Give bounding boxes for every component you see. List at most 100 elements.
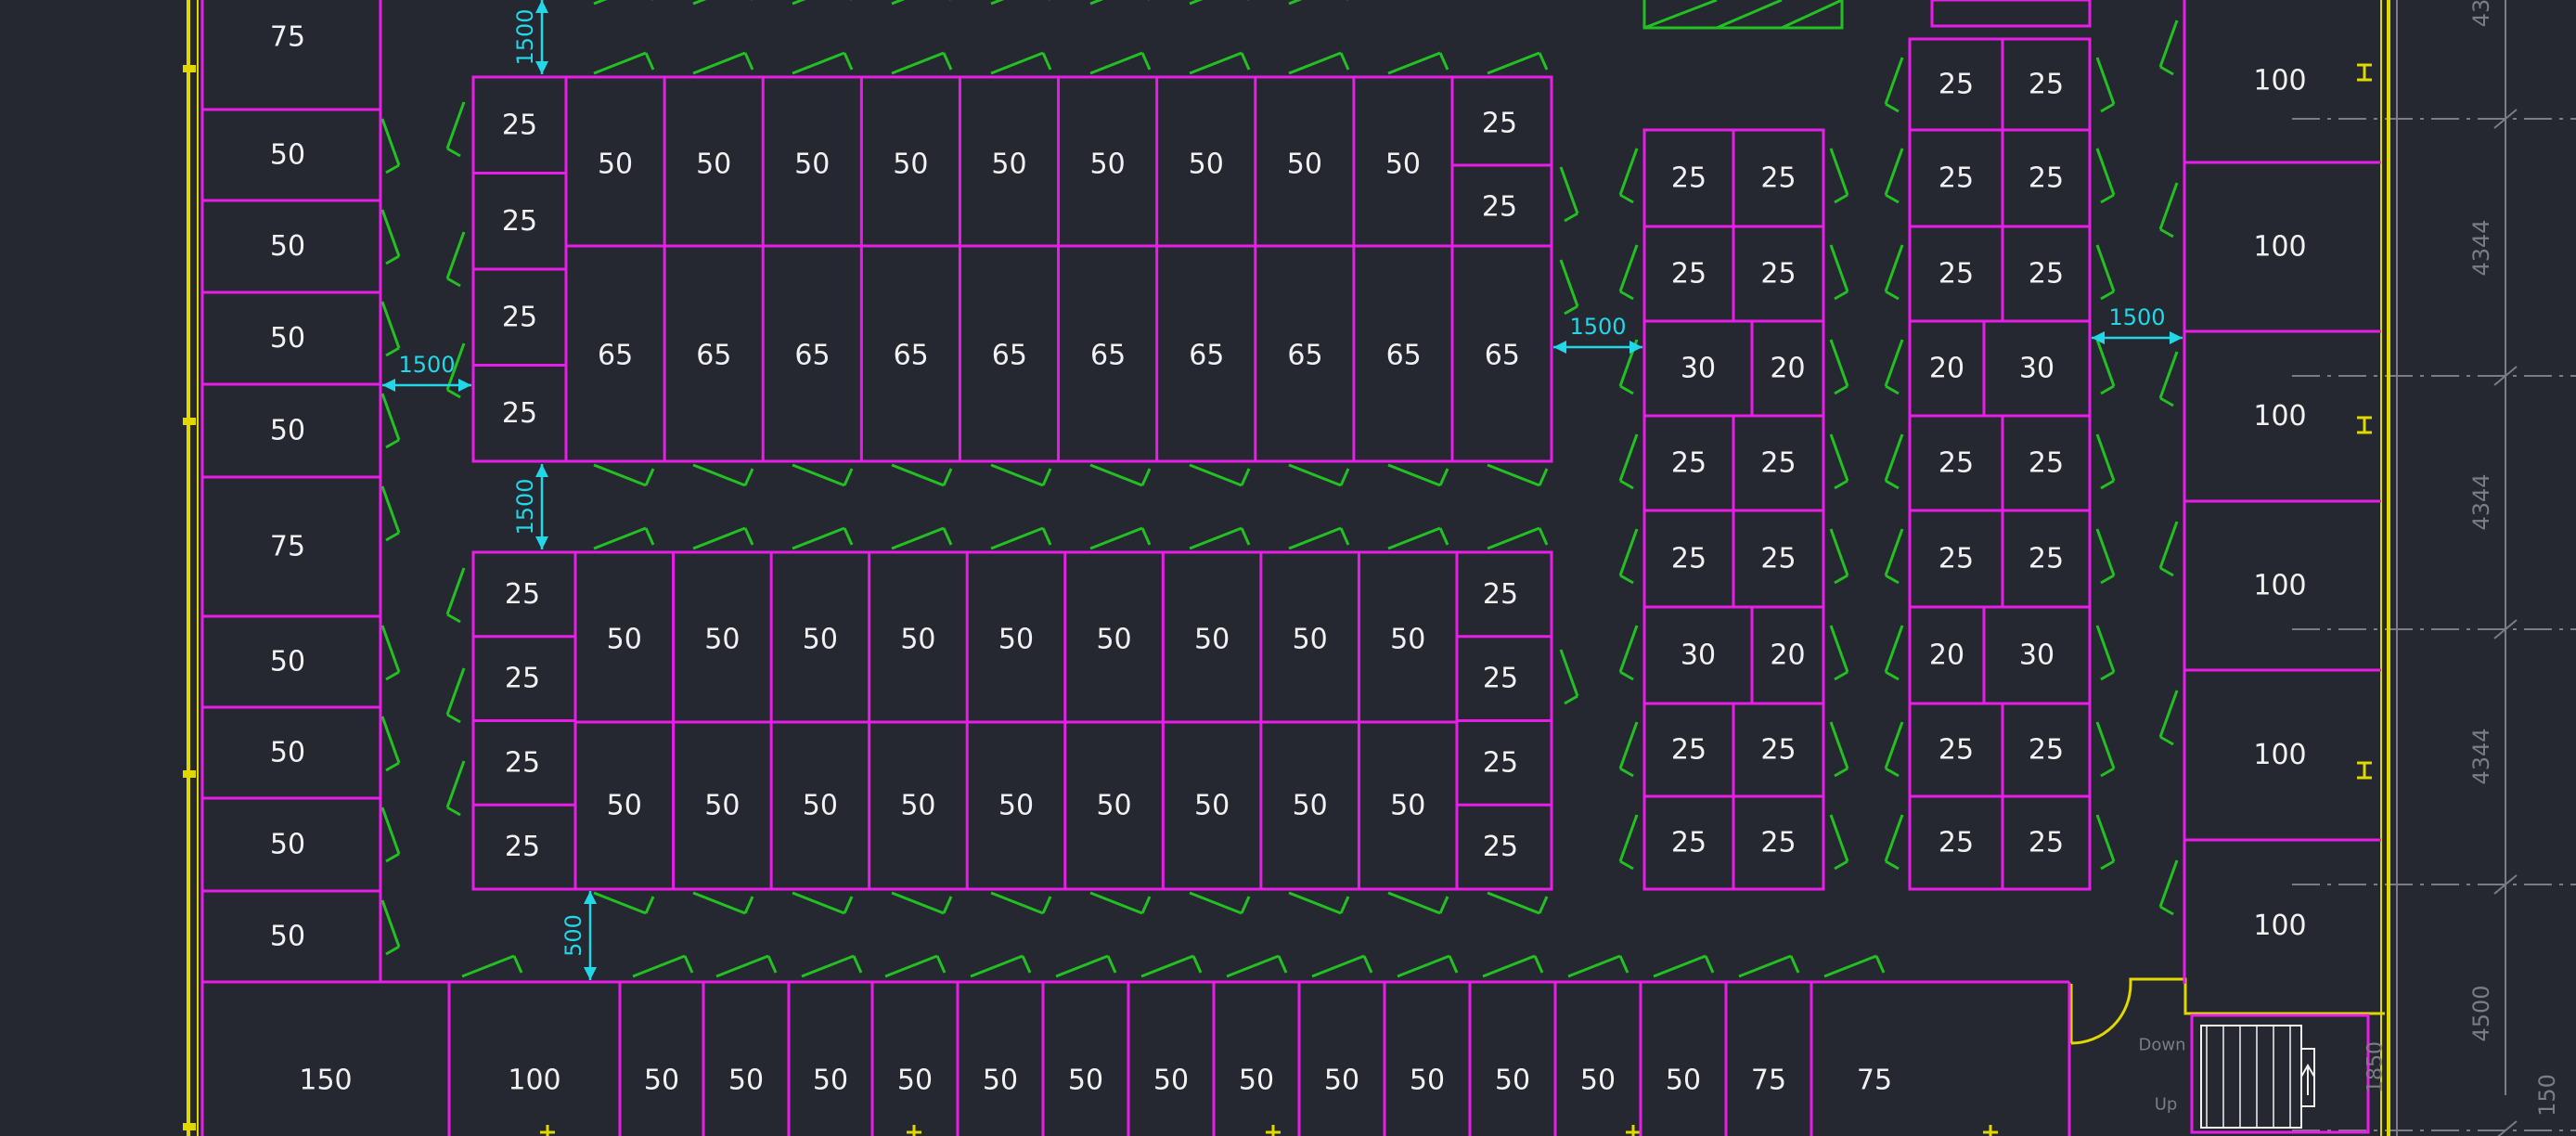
door-swing [1140, 896, 1152, 914]
door-swing [891, 0, 906, 6]
block-c-room-label: 20 [1770, 353, 1805, 385]
door-swing [1884, 57, 1904, 105]
stair-arrow-icon [2300, 1064, 2315, 1095]
door-swing [446, 613, 461, 624]
door-swing [935, 955, 947, 974]
door-swing [990, 891, 1044, 915]
block-d-room-label: 20 [1929, 639, 1964, 672]
door-swing [1619, 574, 1634, 585]
door-swing [801, 954, 855, 978]
block-d-room-label: 20 [1929, 353, 1964, 385]
door-swing [1619, 479, 1634, 490]
door-swing [1240, 52, 1251, 71]
block-c-room-label: 20 [1770, 639, 1805, 672]
door-swing [1311, 954, 1365, 978]
door-swing [891, 891, 945, 915]
block-d-room-label: 25 [2029, 543, 2064, 575]
axis-dim-text: 4344 [2468, 728, 2494, 784]
door-swing [2100, 102, 2115, 113]
left-room-label: 50 [270, 737, 305, 769]
door-swing [1387, 891, 1441, 915]
door-swing [1884, 814, 1904, 862]
door-swing [632, 954, 686, 978]
door-swing [380, 118, 401, 166]
door-swing [1041, 468, 1052, 486]
door-swing [1564, 304, 1578, 316]
column-marker [2357, 63, 2372, 82]
dim-right-gap-arrow [2092, 331, 2105, 344]
door-swing [1189, 51, 1243, 75]
door-swing [445, 667, 466, 716]
block-a-room-label: 50 [991, 148, 1026, 181]
door-swing [1619, 767, 1634, 778]
grid-tick [2493, 874, 2518, 895]
block-a-room-label: 50 [1090, 148, 1126, 181]
bottom-room-label: 50 [1580, 1065, 1616, 1097]
block-c-room-label: 25 [1671, 162, 1707, 195]
door-swing [2159, 905, 2174, 916]
bottom-room-label: 50 [728, 1065, 764, 1097]
door-swing [1559, 259, 1579, 307]
door-swing [1448, 955, 1459, 974]
block-d-room-label: 25 [2029, 162, 2064, 195]
door-swing [2100, 767, 2115, 778]
door-swing [1240, 468, 1251, 486]
door-swing [1538, 896, 1549, 914]
door-swing [1288, 51, 1342, 75]
door-swing [1829, 148, 1849, 196]
door-swing [2159, 735, 2174, 746]
door-swing [461, 954, 515, 978]
door-swing [1288, 463, 1342, 487]
bottom-room-label: 150 [299, 1065, 352, 1097]
door-swing [1564, 212, 1578, 223]
block-a-room-label: 50 [893, 148, 928, 181]
block-d-room-label: 25 [1938, 162, 1974, 195]
block-a-room-label: 65 [894, 340, 929, 372]
left-room-label: 50 [270, 646, 305, 678]
door-swing [1823, 954, 1877, 978]
door-swing [2100, 574, 2115, 585]
door-swing [1874, 955, 1886, 974]
door-swing [2095, 721, 2116, 769]
dim-right-gap-arrow [2170, 331, 2183, 344]
block-d-room-label: 25 [2029, 258, 2064, 290]
door-swing [446, 806, 461, 817]
column-marker [540, 1125, 555, 1136]
door-swing [1618, 528, 1639, 576]
column-marker [1983, 1125, 1998, 1136]
door-swing [1277, 955, 1288, 974]
block-b-room-label: 50 [607, 790, 642, 822]
block-d-room-label: 25 [2029, 827, 2064, 859]
right-room-label: 100 [2253, 910, 2306, 942]
door-swing [385, 761, 400, 772]
door-swing [843, 896, 854, 914]
door-swing [692, 463, 746, 487]
block-a-room-label: 50 [696, 148, 731, 181]
door-swing [852, 955, 863, 974]
door-swing [1288, 0, 1303, 6]
door-swing [1884, 528, 1904, 576]
door-swing [1829, 721, 1849, 769]
block-b-room-label: 50 [900, 790, 935, 822]
door-swing [1885, 290, 1900, 301]
door-swing [1041, 52, 1052, 71]
door-swing [692, 51, 746, 75]
door-swing [2095, 57, 2116, 105]
door-swing [1089, 891, 1143, 915]
door-swing [1438, 468, 1449, 486]
door-swing [1041, 527, 1052, 546]
block-b-room-label: 50 [803, 790, 838, 822]
block-d-outline [1908, 37, 2092, 891]
block-d-room-label: 25 [1938, 258, 1974, 290]
column-marker [1266, 1125, 1281, 1136]
door-swing [990, 51, 1044, 75]
block-a-room-label: 25 [1482, 108, 1517, 140]
door-swing [1482, 954, 1536, 978]
stair-flight [2200, 1025, 2302, 1129]
block-d-room-label: 25 [1938, 447, 1974, 480]
door-swing [1884, 721, 1904, 769]
bottom-room-label: 50 [644, 1065, 679, 1097]
block-b-room-label: 25 [1483, 663, 1518, 695]
bottom-room-label: 100 [508, 1065, 560, 1097]
